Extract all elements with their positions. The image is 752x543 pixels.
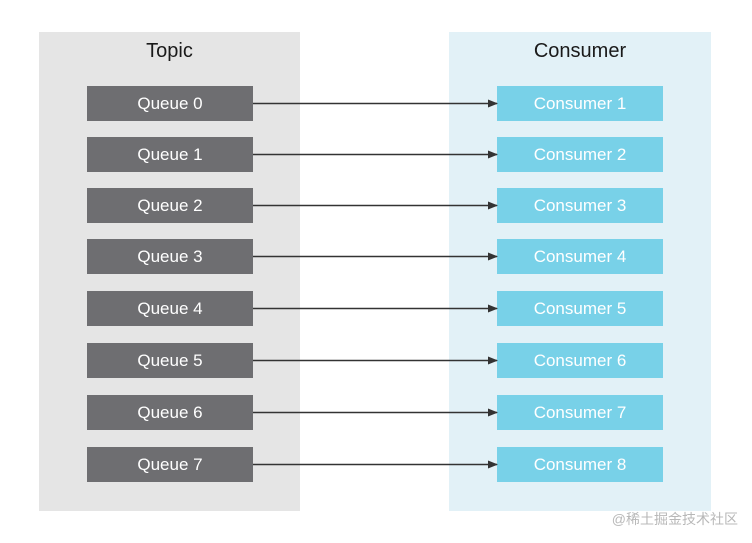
consumer-box-7: Consumer 7 bbox=[497, 395, 663, 430]
consumer-box-4: Consumer 4 bbox=[497, 239, 663, 274]
queue-box-7: Queue 7 bbox=[87, 447, 253, 482]
consumer-panel: Consumer Consumer 1 Consumer 2 Consumer 3 C… bbox=[449, 32, 711, 511]
queue-box-2: Queue 2 bbox=[87, 188, 253, 223]
topic-panel: Topic Queue 0 Queue 1 Queue 2 Queue 3 Queue … bbox=[39, 32, 300, 511]
consumer-box-5: Consumer 5 bbox=[497, 291, 663, 326]
topic-title: Topic bbox=[146, 40, 193, 62]
queue-box-1: Queue 1 bbox=[87, 137, 253, 172]
queue-box-6: Queue 6 bbox=[87, 395, 253, 430]
queue-box-5: Queue 5 bbox=[87, 343, 253, 378]
consumer-box-2: Consumer 2 bbox=[497, 137, 663, 172]
watermark: @稀土掘金技术社区 bbox=[611, 511, 738, 527]
consumer-box-8: Consumer 8 bbox=[497, 447, 663, 482]
consumer-box-6: Consumer 6 bbox=[497, 343, 663, 378]
queue-box-3: Queue 3 bbox=[87, 239, 253, 274]
queue-box-0: Queue 0 bbox=[87, 86, 253, 121]
consumer-box-1: Consumer 1 bbox=[497, 86, 663, 121]
consumer-box-3: Consumer 3 bbox=[497, 188, 663, 223]
queue-box-4: Queue 4 bbox=[87, 291, 253, 326]
consumer-title: Consumer bbox=[533, 40, 627, 62]
